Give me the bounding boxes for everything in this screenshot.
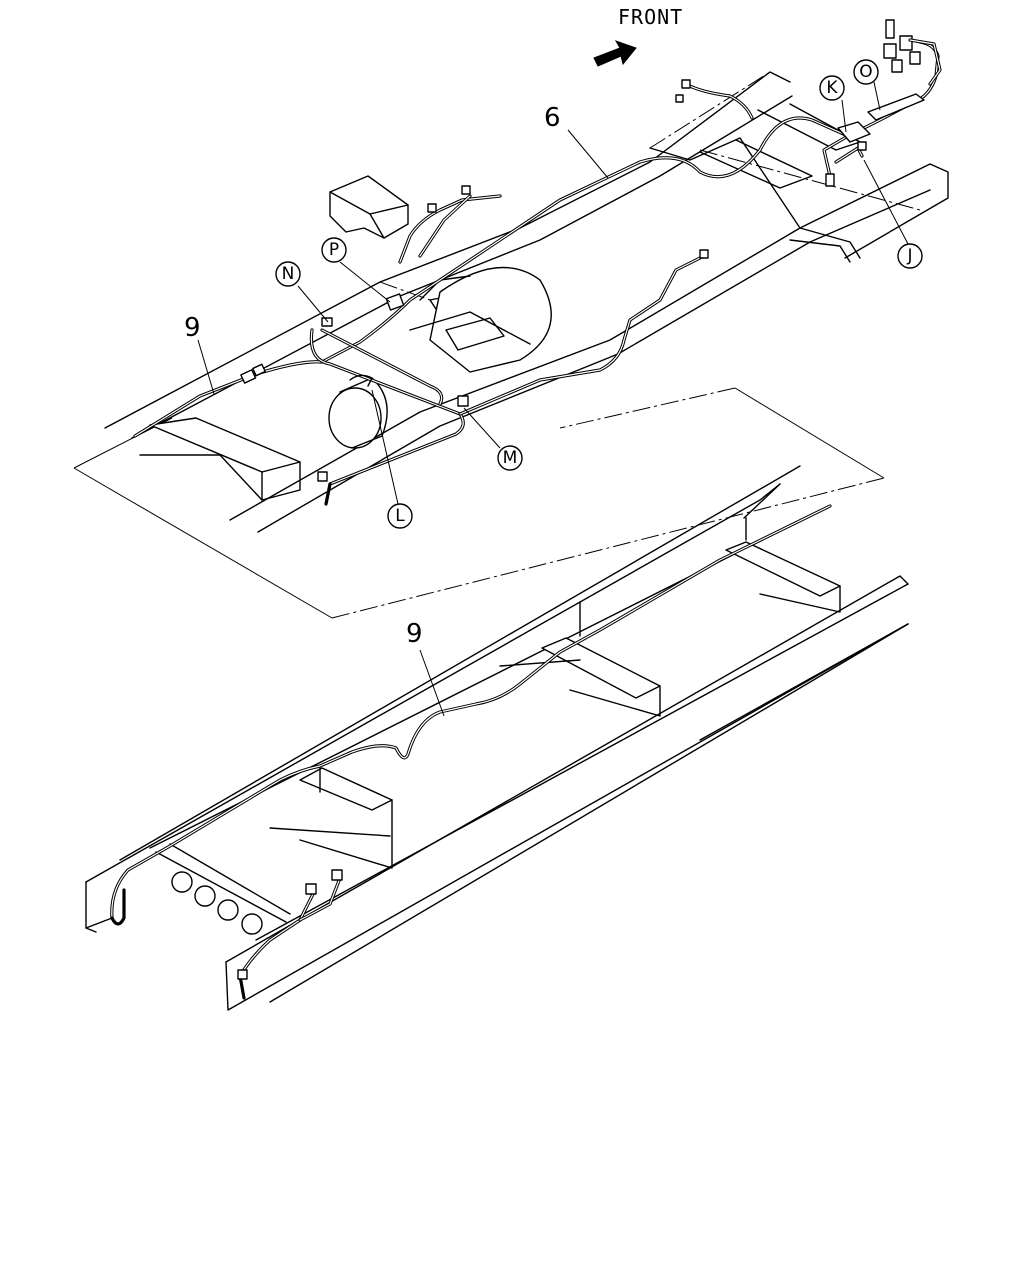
connector-top (681, 79, 691, 89)
svg-text:J: J (906, 246, 912, 266)
arrow-right-icon (593, 40, 637, 67)
svg-text:M: M (503, 448, 518, 468)
callout-o: O (853, 59, 879, 85)
callout-p: P (321, 237, 347, 263)
callout-j: J (897, 243, 923, 269)
upper-chassis-frame (73, 71, 949, 619)
front-indicator: FRONT (593, 5, 683, 67)
callouts: K O J P N M L (275, 59, 923, 529)
svg-text:P: P (329, 240, 339, 260)
lower-chassis-frame (85, 465, 909, 1011)
upper-harness (133, 19, 942, 506)
part-number-harness-upper: 9 (184, 313, 201, 343)
callout-m: M (497, 445, 523, 471)
part-number-harness-lower: 9 (406, 619, 423, 649)
callout-n: N (275, 261, 301, 287)
svg-text:K: K (826, 78, 838, 98)
callout-l: L (387, 503, 413, 529)
svg-text:N: N (282, 264, 295, 284)
svg-text:O: O (859, 62, 872, 82)
lower-harness (110, 504, 832, 1000)
leader-lines (197, 81, 909, 717)
part-numbers: 6 9 9 (184, 103, 561, 649)
part-number-harness-main: 6 (544, 103, 561, 133)
front-label: FRONT (618, 5, 683, 29)
connector-m (457, 395, 469, 407)
callout-k: K (819, 75, 845, 101)
svg-text:L: L (395, 506, 405, 526)
